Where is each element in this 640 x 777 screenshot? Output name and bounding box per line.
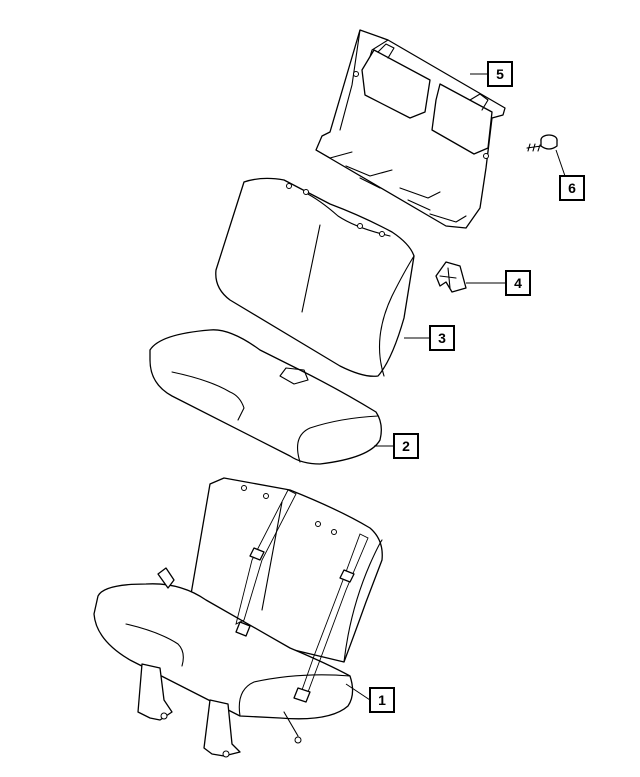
callout-1: 1 xyxy=(369,687,395,713)
part-4-clip xyxy=(435,261,467,293)
callout-4-label: 4 xyxy=(514,275,522,291)
part-3-seat-back-cushion xyxy=(215,177,415,377)
part-5-seat-back-panel xyxy=(315,29,506,229)
callout-4: 4 xyxy=(505,270,531,296)
part-6-push-pin xyxy=(526,134,558,152)
callout-2: 2 xyxy=(393,433,419,459)
callout-2-label: 2 xyxy=(402,438,410,454)
callout-3-label: 3 xyxy=(438,330,446,346)
callout-6: 6 xyxy=(559,175,585,201)
callout-3: 3 xyxy=(429,325,455,351)
leader-line-1 xyxy=(345,683,371,701)
part-2-seat-cushion xyxy=(149,329,382,465)
part-1-seat-assembly xyxy=(93,477,383,758)
leader-line-6 xyxy=(555,149,566,177)
callout-5-label: 5 xyxy=(496,66,504,82)
callout-5: 5 xyxy=(487,61,513,87)
callout-6-label: 6 xyxy=(568,180,576,196)
callout-1-label: 1 xyxy=(378,692,386,708)
